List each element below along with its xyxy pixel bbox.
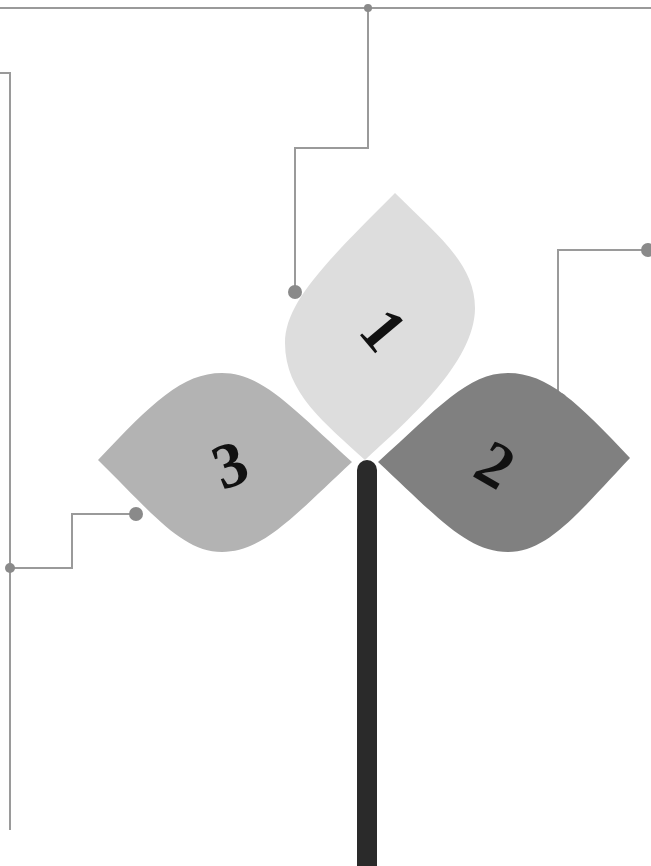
leader-dot: [288, 285, 302, 299]
leader-dot: [5, 563, 15, 573]
leader-dot: [129, 507, 143, 521]
top-rule: [0, 7, 651, 9]
leader-dot: [364, 4, 372, 12]
leader-line: [10, 514, 136, 568]
bracket-line: [0, 73, 10, 830]
leaf-fill: [378, 373, 630, 552]
leader-line: [558, 250, 650, 400]
leaf-shape: 3: [98, 373, 352, 552]
leaf-fill: [98, 373, 352, 552]
leader-dot: [641, 243, 651, 257]
plant-stem: [357, 470, 377, 866]
leaf-shape: 2: [378, 373, 630, 552]
